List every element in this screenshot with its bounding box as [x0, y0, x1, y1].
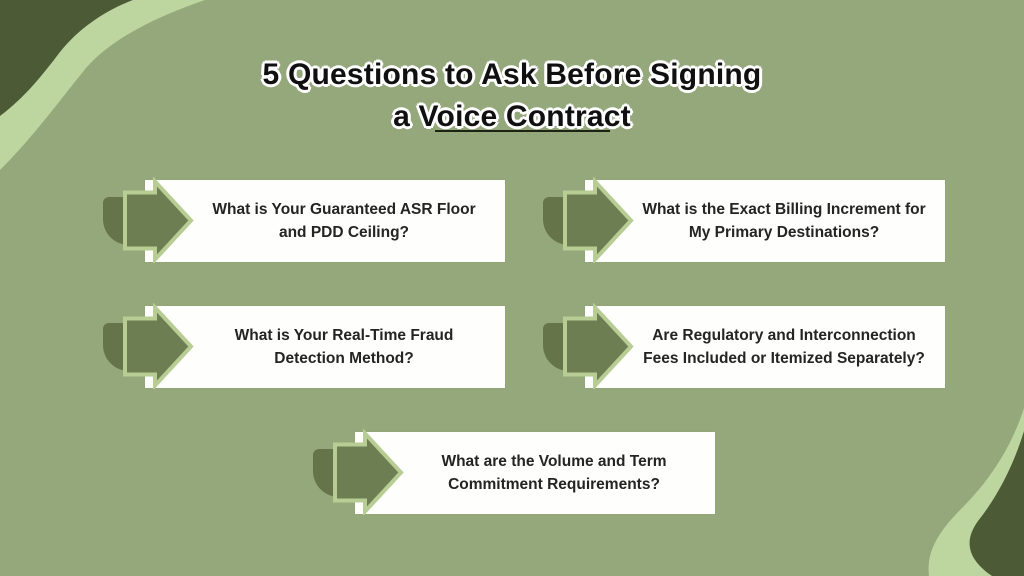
arrow-icon: [123, 177, 194, 263]
question-line: My Primary Destinations?: [688, 224, 880, 241]
question-card-5: What are the Volume and Term Commitment …: [313, 429, 715, 515]
question-card-1: What is Your Guaranteed ASR Floor and PD…: [103, 177, 505, 263]
question-line: What is Your Guaranteed ASR Floor: [212, 201, 476, 218]
question-text: What is Your Guaranteed ASR Floor and PD…: [145, 180, 505, 262]
question-line: Fees Included or Itemized Separately?: [643, 350, 925, 367]
question-line: What is the Exact Billing Increment for: [642, 201, 926, 218]
page-title: 5 Questions to Ask Before Signing a Voic…: [0, 54, 1024, 138]
question-line: Are Regulatory and Interconnection: [652, 327, 916, 344]
question-text: Are Regulatory and Interconnection Fees …: [585, 306, 945, 388]
question-line: and PDD Ceiling?: [278, 224, 410, 241]
arrow-icon: [563, 303, 634, 389]
question-line: Detection Method?: [274, 350, 414, 367]
question-text: What are the Volume and Term Commitment …: [355, 432, 715, 514]
question-line: What is Your Real-Time Fraud: [234, 327, 454, 344]
page-title-line1: 5 Questions to Ask Before Signing: [262, 58, 762, 92]
question-card-2: What is the Exact Billing Increment for …: [543, 177, 945, 263]
title-underline: [435, 130, 610, 132]
question-text: What is Your Real-Time Fraud Detection M…: [145, 306, 505, 388]
question-line: What are the Volume and Term: [441, 453, 667, 470]
bottom-right-wave-decoration: [928, 408, 1024, 576]
question-text: What is the Exact Billing Increment for …: [585, 180, 945, 262]
page-title-line2: a Voice Contract: [393, 100, 631, 134]
arrow-icon: [123, 303, 194, 389]
question-line: Commitment Requirements?: [448, 476, 660, 493]
question-card-3: What is Your Real-Time Fraud Detection M…: [103, 303, 505, 389]
arrow-icon: [563, 177, 634, 263]
arrow-icon: [333, 429, 404, 515]
question-card-4: Are Regulatory and Interconnection Fees …: [543, 303, 945, 389]
